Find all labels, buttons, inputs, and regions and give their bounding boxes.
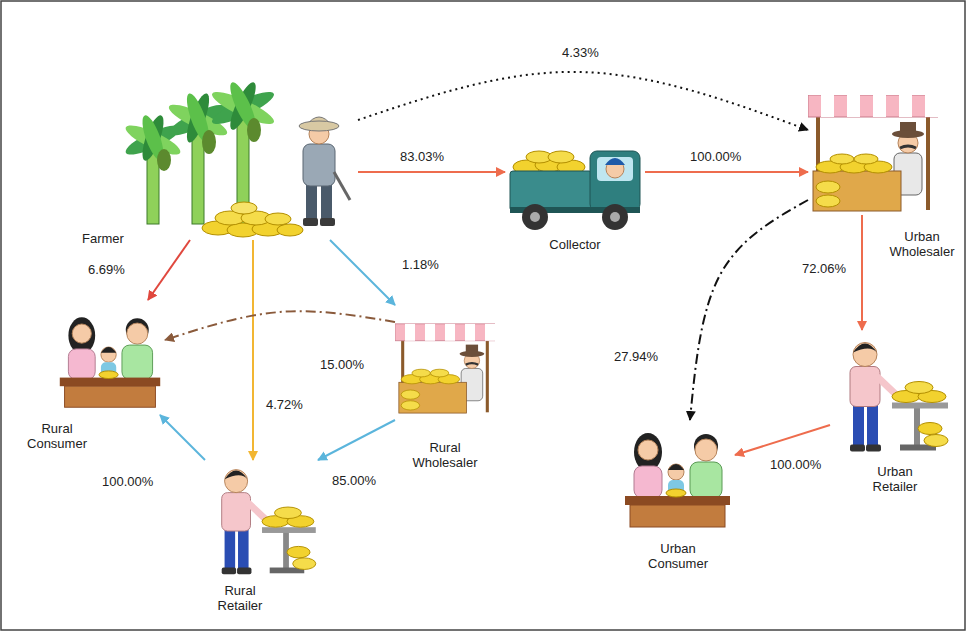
flow-percentage: 72.06% bbox=[800, 262, 848, 277]
flow-percentage: 100.00% bbox=[768, 458, 823, 473]
rural-retailer-illustration bbox=[222, 470, 316, 575]
urban-wholesaler-illustration bbox=[808, 95, 938, 211]
node-label: Rural Consumer bbox=[17, 422, 97, 452]
flow-percentage: 100.00% bbox=[688, 150, 743, 165]
flow-percentage: 27.94% bbox=[612, 350, 660, 365]
node-label: Urban Retailer bbox=[860, 465, 930, 495]
flow-percentage: 100.00% bbox=[100, 475, 155, 490]
flow-percentage: 6.69% bbox=[86, 263, 127, 278]
node-box: Urban Consumer bbox=[620, 420, 735, 530]
node-label: Rural Wholesaler bbox=[405, 441, 485, 471]
rural-consumer-illustration bbox=[60, 317, 160, 407]
flow-percentage: 4.33% bbox=[560, 46, 601, 61]
flow-arrow bbox=[148, 240, 190, 300]
farmer-illustration bbox=[122, 79, 350, 237]
rural-wholesaler-illustration bbox=[395, 324, 495, 413]
node-box: Rural Retailer bbox=[200, 460, 325, 580]
node-label: Urban Consumer bbox=[638, 542, 718, 572]
flow-arrow bbox=[735, 425, 830, 455]
node-box: Rural Wholesaler bbox=[395, 305, 495, 435]
node-label: Urban Wholesaler bbox=[882, 230, 962, 260]
flow-arrow bbox=[645, 171, 808, 173]
flow-percentage: 15.00% bbox=[318, 358, 366, 373]
flow-arrow bbox=[252, 240, 254, 460]
node-label: Collector bbox=[505, 238, 645, 253]
urban-consumer-illustration bbox=[625, 433, 730, 527]
node-box: Farmer bbox=[118, 72, 358, 240]
flow-percentage: 85.00% bbox=[330, 474, 378, 489]
node-box: Urban Wholesaler bbox=[808, 95, 938, 215]
flow-arrow bbox=[318, 420, 395, 460]
node-label: Rural Retailer bbox=[205, 584, 275, 614]
node-box: Collector bbox=[505, 115, 645, 235]
flow-arrow bbox=[690, 200, 808, 420]
flow-arrow bbox=[330, 240, 395, 305]
flow-arrow bbox=[358, 72, 808, 130]
collector-illustration bbox=[510, 151, 640, 230]
flow-percentage: 83.03% bbox=[398, 150, 446, 165]
flow-arrow bbox=[165, 311, 395, 340]
urban-retailer-illustration bbox=[850, 343, 948, 452]
flow-arrow bbox=[861, 215, 863, 330]
node-box: Rural Consumer bbox=[55, 300, 165, 415]
node-box: Urban Retailer bbox=[830, 330, 955, 460]
flow-percentage: 1.18% bbox=[400, 258, 441, 273]
node-label: Farmer bbox=[82, 232, 142, 247]
flow-arrow bbox=[358, 171, 505, 173]
flow-percentage: 4.72% bbox=[264, 398, 305, 413]
flow-arrow bbox=[160, 415, 205, 460]
